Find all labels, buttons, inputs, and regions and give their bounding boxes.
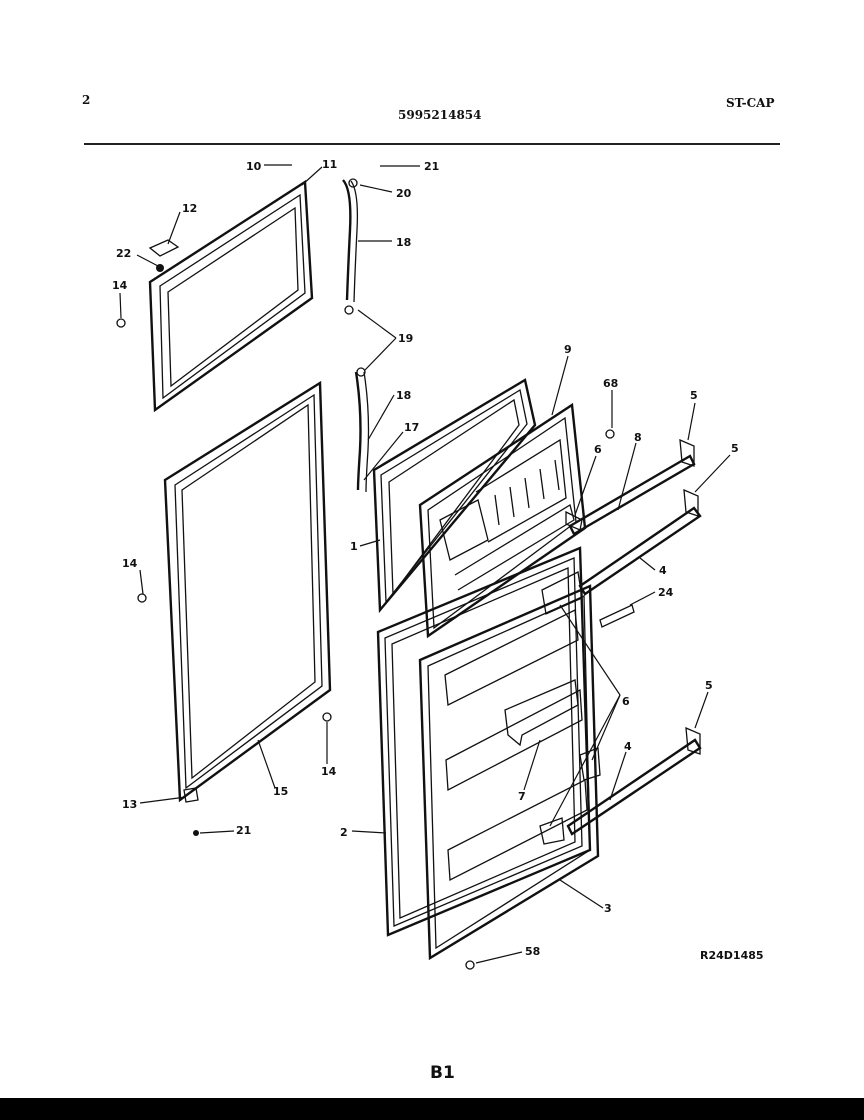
- model-code: ST-CAP: [726, 96, 775, 110]
- callout-label: 6: [594, 443, 602, 456]
- diagram-reference-code: R24D1485: [700, 949, 764, 962]
- callout-label: 21: [424, 160, 439, 173]
- callout-label: 14: [321, 765, 337, 778]
- header-divider: [84, 143, 780, 145]
- callout-label: 5: [731, 442, 739, 455]
- callout-label: 12: [182, 202, 197, 215]
- callout-label: 5: [705, 679, 713, 692]
- door-shelf-rails-upper: [565, 429, 702, 628]
- leader-lines: [119, 164, 731, 964]
- callout-label: 68: [603, 377, 618, 390]
- hinge-strip-upper: [342, 178, 359, 315]
- callout-label: 14: [112, 279, 128, 292]
- fresh-food-door-liner: [418, 571, 601, 961]
- callout-label: 2: [340, 826, 348, 839]
- callout-label: 7: [518, 790, 526, 803]
- callout-label: 19: [398, 332, 413, 345]
- callout-label: 4: [659, 564, 667, 577]
- callout-label: 6: [622, 695, 630, 708]
- callout-label: 21: [236, 824, 251, 837]
- fresh-food-gasket: [137, 380, 332, 836]
- callout-label: 17: [404, 421, 419, 434]
- callout-label: 18: [396, 389, 411, 402]
- callout-label: 11: [322, 158, 337, 171]
- freezer-gasket: [372, 378, 537, 614]
- callout-label: 8: [634, 431, 642, 444]
- callout-label: 9: [564, 343, 572, 356]
- page-code: B1: [430, 1063, 455, 1083]
- callout-labels: 10 11 21 20 12 22 14 18 19 18 17 9 68 5 …: [112, 158, 739, 958]
- callout-label: 10: [246, 160, 262, 173]
- part-number: 5995214854: [398, 108, 482, 122]
- callout-label: 3: [604, 902, 612, 915]
- callout-label: 22: [116, 247, 131, 260]
- callout-label: 14: [122, 557, 138, 570]
- freezer-door-liner: [418, 402, 587, 639]
- callout-label: 24: [658, 586, 674, 599]
- callout-label: 4: [624, 740, 632, 753]
- callout-label: 1: [350, 540, 358, 553]
- callout-label: 15: [273, 785, 288, 798]
- callout-label: 18: [396, 236, 411, 249]
- fresh-food-door-gasket: [376, 546, 592, 937]
- callout-label: 5: [690, 389, 698, 402]
- callout-label: 13: [122, 798, 137, 811]
- page-number: 2: [82, 93, 91, 107]
- callout-label: 58: [525, 945, 540, 958]
- freezer-door-panel: [148, 179, 314, 413]
- callout-label: 20: [396, 187, 412, 200]
- hinge-strip-lower: [354, 367, 370, 493]
- door-shelf-rail-lower: [465, 726, 702, 970]
